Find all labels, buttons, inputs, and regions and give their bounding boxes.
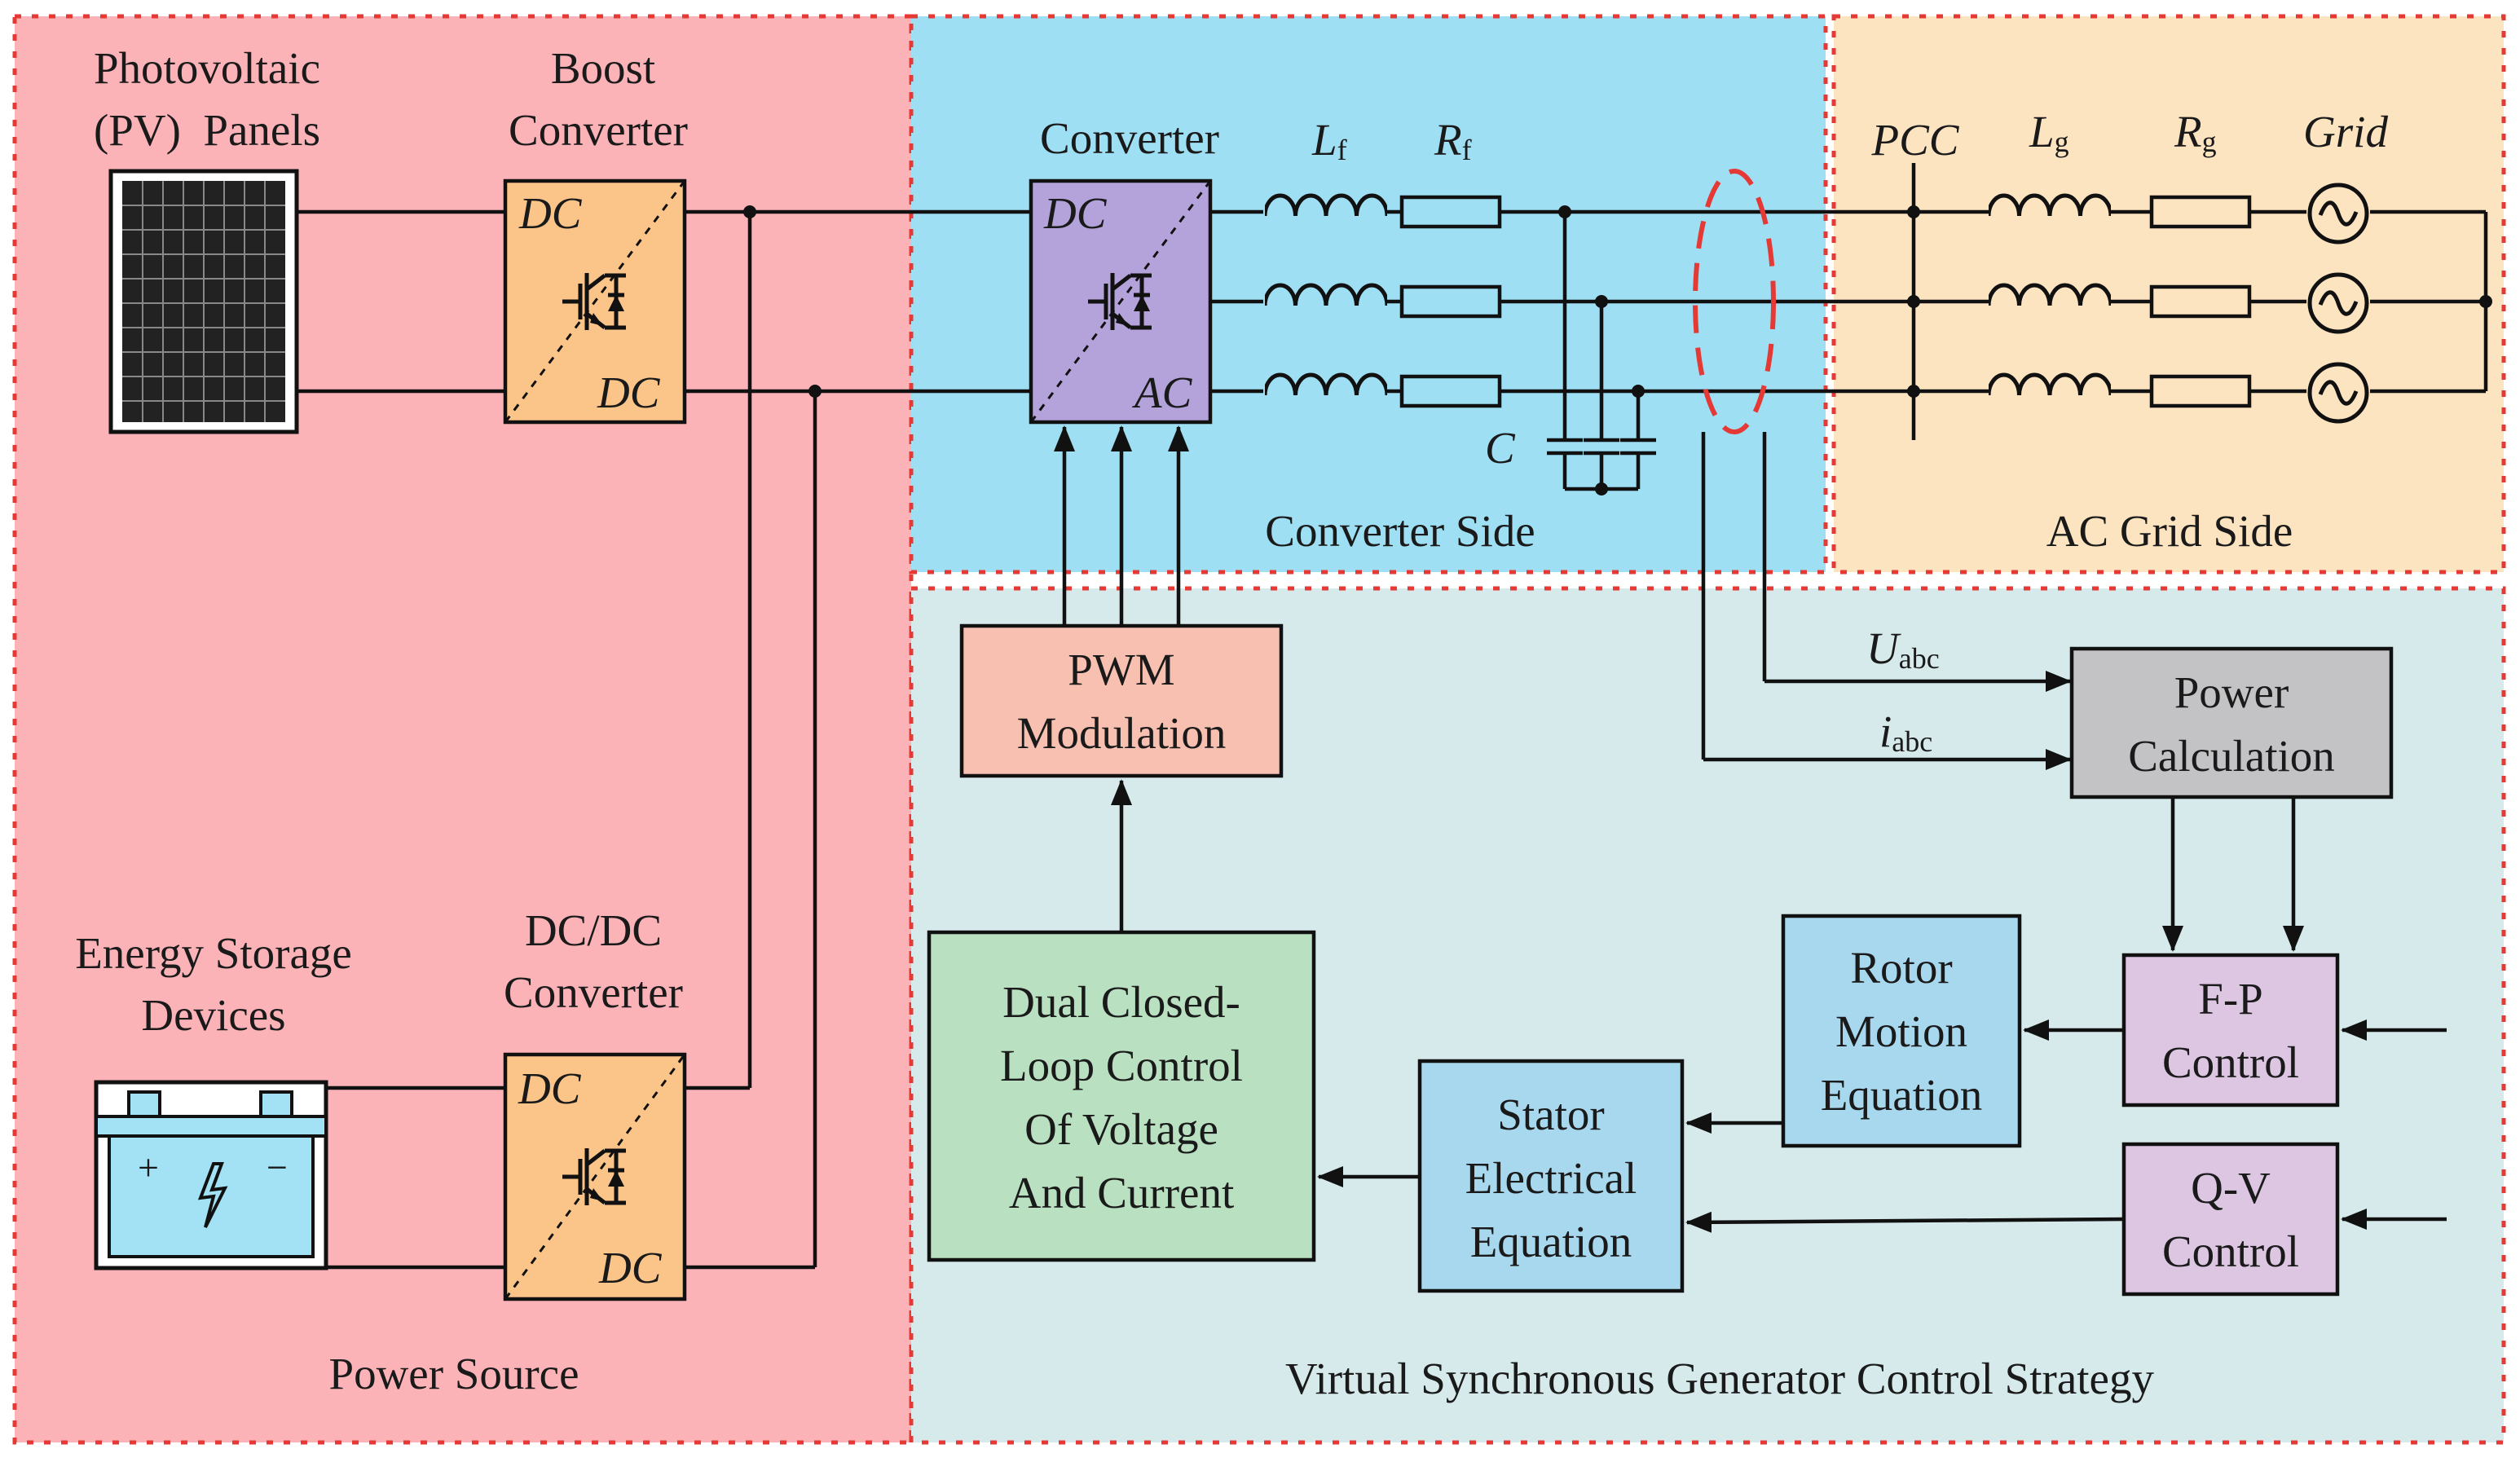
vsg-title: Virtual Synchronous Generator Control St… <box>1285 1354 2154 1403</box>
dual-label-line3: Of Voltage <box>1024 1104 1218 1154</box>
stator-label-line3: Equation <box>1470 1217 1632 1266</box>
grid-resistors <box>2149 195 2252 408</box>
lg-label: Lg <box>2029 107 2069 158</box>
pv-panel <box>108 169 299 434</box>
power-calc-line1: Power <box>2174 667 2289 717</box>
qv-label-line2: Control <box>2162 1226 2299 1276</box>
dual-label-line4: And Current <box>1009 1168 1234 1218</box>
pwm-label-line2: Modulation <box>1017 708 1227 758</box>
pwm-gate-signals <box>1054 425 1189 626</box>
converter-ac-label: AC <box>1131 368 1193 417</box>
pv-label-line1: Photovoltaic <box>94 43 320 93</box>
boost-dc-top: DC <box>518 188 583 238</box>
boost-label-line2: Converter <box>509 105 688 155</box>
dcdc-label-line1: DC/DC <box>525 905 662 955</box>
battery-minus: − <box>267 1147 288 1188</box>
rotor-label-line1: Rotor <box>1850 943 1952 993</box>
pcc-label: PCC <box>1871 115 1960 165</box>
qv-control-block <box>2121 1142 2340 1297</box>
i-abc-label: iabc <box>1879 707 1932 758</box>
converter-title: Converter <box>1040 113 1219 163</box>
power-calc-line2: Calculation <box>2128 731 2335 781</box>
dc-bus-wiring <box>297 205 1031 1270</box>
measurement-wiring <box>1701 432 2072 770</box>
ac-phase-wiring <box>1210 163 2492 440</box>
pwm-label-line1: PWM <box>1068 645 1174 694</box>
u-abc-label: Uabc <box>1866 623 1940 675</box>
ac-grid-side-title: AC Grid Side <box>2046 506 2293 556</box>
filter-resistors <box>1387 195 1502 408</box>
rotor-motion-block <box>1781 914 2022 1148</box>
fp-label-line1: F-P <box>2198 974 2263 1024</box>
stator-label-line1: Stator <box>1497 1090 1604 1139</box>
filter-capacitor-bank <box>1547 205 1656 495</box>
main-converter-block <box>1029 178 1213 425</box>
control-signal-arrows <box>1317 797 2447 1233</box>
boost-label-line1: Boost <box>551 43 655 93</box>
ac-grid-side-region <box>1831 14 2506 575</box>
stator-electrical-block <box>1417 1059 1685 1293</box>
battery-plus: + <box>138 1147 159 1188</box>
dcdc-converter-block <box>503 1052 687 1301</box>
converter-dc-label: DC <box>1043 188 1108 238</box>
boost-dc-bottom: DC <box>597 368 661 417</box>
dcdc-label-line2: Converter <box>504 967 683 1017</box>
battery-icon <box>94 1080 328 1270</box>
power-calculation-block <box>2069 646 2394 799</box>
storage-label-line2: Devices <box>141 990 285 1040</box>
dcdc-dc-top: DC <box>518 1063 582 1113</box>
lf-label: Lf <box>1311 115 1347 166</box>
dual-label-line1: Dual Closed- <box>1002 977 1240 1027</box>
power-source-title: Power Source <box>328 1349 579 1398</box>
grid-label: Grid <box>2303 107 2388 156</box>
dual-label-line2: Loop Control <box>1000 1041 1243 1090</box>
fp-control-block <box>2121 953 2340 1108</box>
capacitor-label: C <box>1485 423 1516 473</box>
rotor-label-line2: Motion <box>1835 1006 1967 1056</box>
dual-loop-control-block <box>927 930 1316 1262</box>
stator-label-line2: Electrical <box>1465 1153 1637 1203</box>
dcdc-dc-bottom: DC <box>598 1243 663 1292</box>
rf-label: Rf <box>1434 115 1472 166</box>
pv-label-line2: (PV) Panels <box>94 105 320 155</box>
rotor-label-line3: Equation <box>1821 1070 1983 1120</box>
measurement-point-marker <box>1693 169 1776 434</box>
fp-label-line2: Control <box>2162 1037 2299 1087</box>
boost-converter-block <box>503 178 687 425</box>
pwm-modulation-block <box>959 623 1284 778</box>
converter-side-title: Converter Side <box>1265 506 1535 556</box>
qv-label-line1: Q-V <box>2191 1163 2271 1213</box>
storage-label-line1: Energy Storage <box>75 928 352 978</box>
solar-panel-icon <box>122 181 285 422</box>
rg-label: Rg <box>2174 107 2217 158</box>
